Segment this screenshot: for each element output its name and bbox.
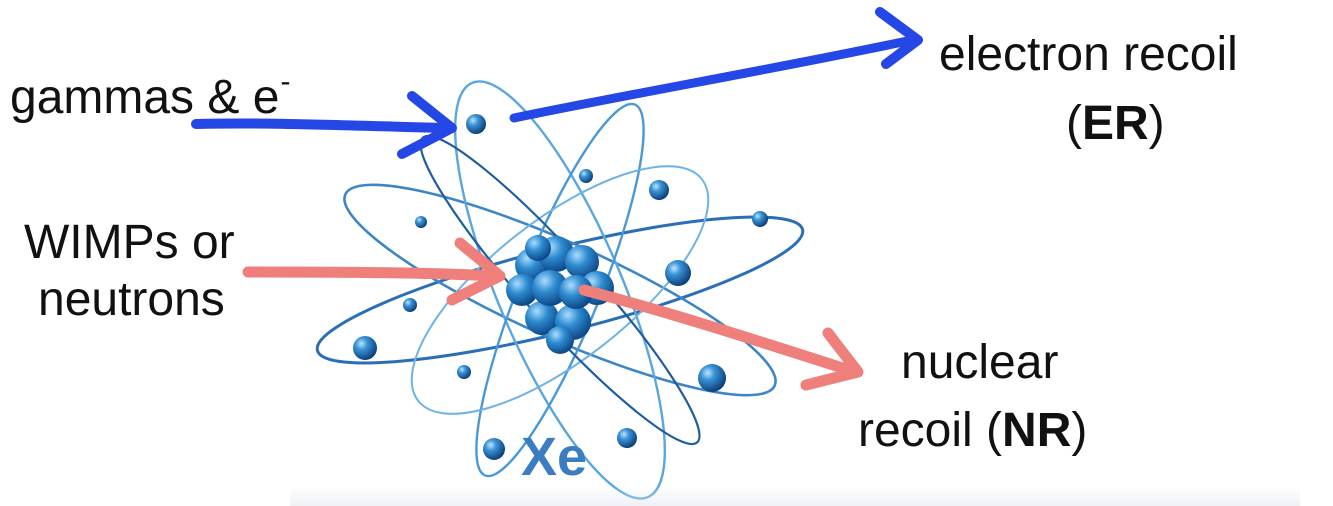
- gammas-superscript: -: [280, 65, 291, 98]
- xenon-label: Xe: [521, 427, 588, 487]
- outgoing-er-arrow: [509, 35, 917, 123]
- wimps-label: WIMPs or: [24, 216, 235, 269]
- floor-reflection: [290, 486, 1300, 506]
- neutrons-label: neutrons: [38, 273, 225, 326]
- incoming-gamma-arrowhead: [397, 91, 457, 159]
- outgoing-nr-arrowhead: [800, 327, 864, 391]
- electron: [457, 365, 471, 379]
- electrons: [353, 114, 768, 460]
- er-abbr: ER: [1081, 97, 1149, 150]
- orbit-5: [410, 165, 710, 415]
- nucleus: [506, 235, 614, 354]
- electron: [403, 298, 417, 312]
- nr-abbr: NR: [1002, 404, 1072, 457]
- incoming-gamma-arrow: [191, 118, 452, 133]
- electron-recoil-abbr-label: (ER): [1066, 97, 1165, 150]
- outgoing-er-arrowhead: [875, 7, 923, 69]
- electron-recoil-arrows: [191, 7, 923, 159]
- xenon-atom-icon: [315, 80, 805, 500]
- electron: [617, 428, 637, 448]
- nuclear-recoil-label: nuclear: [901, 336, 1059, 389]
- electron: [752, 211, 768, 227]
- outgoing-nr-arrow: [578, 284, 858, 377]
- electron: [698, 364, 726, 392]
- electron: [649, 180, 669, 200]
- gammas-label: gammas & e-: [10, 65, 291, 124]
- electron: [353, 336, 377, 360]
- nuclear-recoil-arrows: [242, 237, 864, 391]
- nuclear-recoil-abbr-label: recoil (NR): [858, 404, 1088, 457]
- electron: [483, 438, 505, 460]
- electron: [466, 114, 486, 134]
- incoming-wimp-arrowhead: [446, 237, 506, 306]
- incoming-wimp-arrow: [242, 266, 503, 282]
- electron: [415, 216, 427, 228]
- electron: [579, 169, 593, 183]
- electron: [665, 260, 691, 286]
- electron-recoil-label: electron recoil: [939, 28, 1238, 81]
